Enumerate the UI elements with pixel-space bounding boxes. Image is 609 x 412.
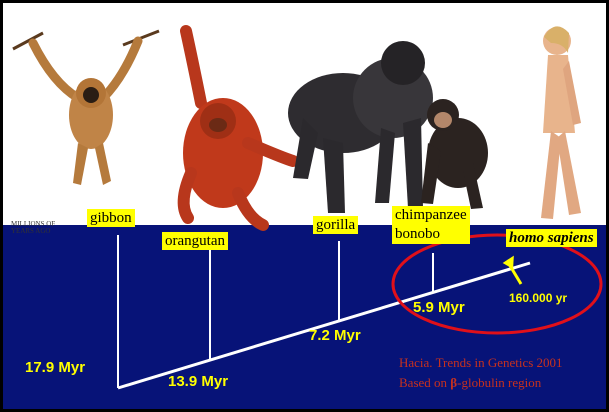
citation: Hacia. Trends in Genetics 2001 Based on … — [399, 353, 563, 393]
myr-orangutan: 13.9 Myr — [168, 373, 228, 390]
citation-prefix: Based on — [399, 375, 450, 390]
highlight-ellipse — [393, 235, 601, 333]
citation-line2: Based on β-globulin region — [399, 373, 563, 393]
axis-caption: MILLIONS OF YEARS AGO — [11, 221, 55, 235]
chimpanzee-illustration — [421, 99, 488, 209]
label-homo-sapiens: homo sapiens — [506, 229, 597, 247]
orangutan-illustration — [183, 31, 293, 225]
label-chimpanzee: chimpanzee — [395, 206, 467, 225]
citation-line1: Hacia. Trends in Genetics 2001 — [399, 353, 563, 373]
slide: MILLIONS OF YEARS AGO gibbon orangutan g… — [3, 3, 606, 409]
myr-homo: 160.000 yr — [509, 291, 567, 305]
human-illustration — [541, 26, 581, 219]
myr-gibbon: 17.9 Myr — [25, 359, 85, 376]
myr-gorilla: 7.2 Myr — [309, 327, 361, 344]
citation-suffix: -globulin region — [457, 375, 541, 390]
gorilla-illustration — [288, 41, 433, 213]
gibbon-illustration — [13, 31, 159, 185]
myr-chimpanzee: 5.9 Myr — [413, 299, 465, 316]
label-orangutan: orangutan — [162, 232, 228, 250]
axis-caption-line2: YEARS AGO — [11, 228, 55, 235]
illustration — [3, 3, 606, 409]
label-bonobo: bonobo — [395, 225, 467, 244]
label-gibbon: gibbon — [87, 209, 135, 227]
label-chimpanzee-bonobo: chimpanzee bonobo — [392, 206, 470, 244]
label-gorilla: gorilla — [313, 216, 358, 234]
